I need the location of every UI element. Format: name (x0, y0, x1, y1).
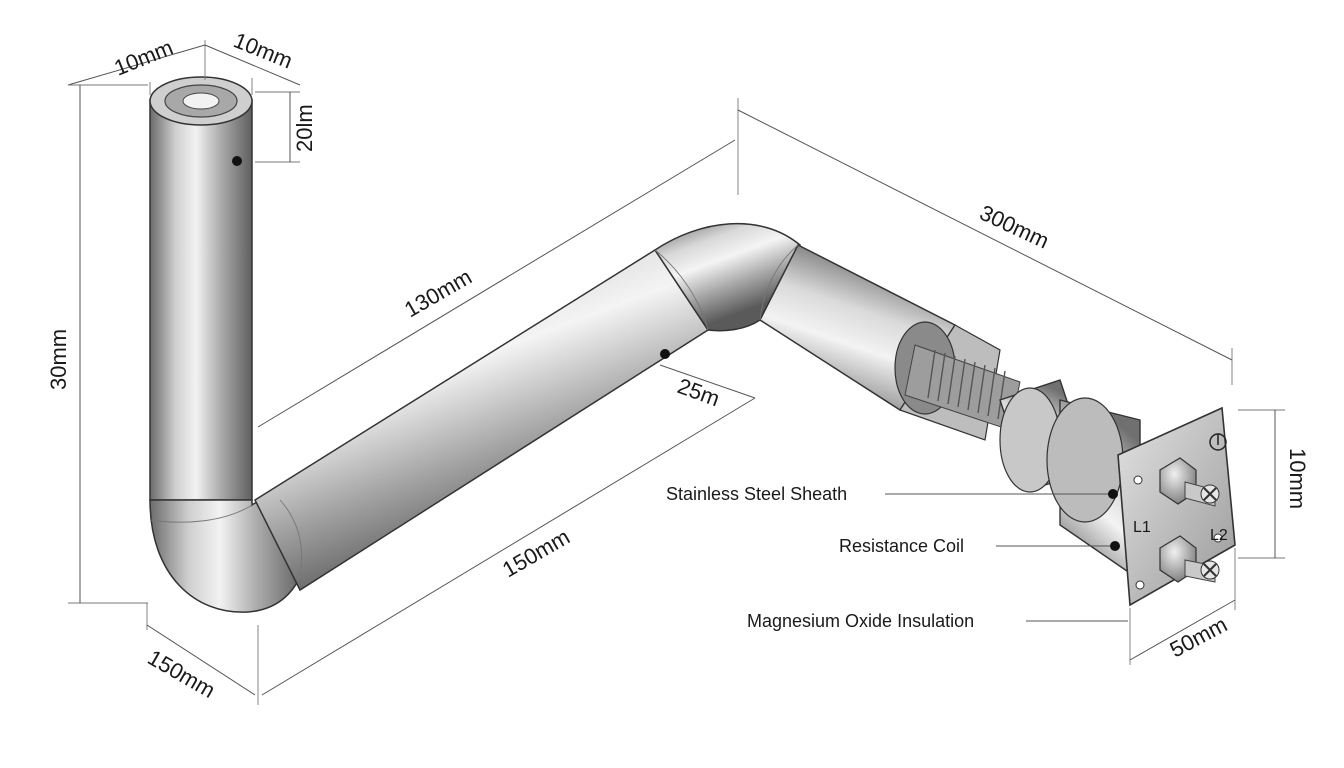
dim-bend-offset: 25m (674, 373, 723, 411)
callout-insulation: Magnesium Oxide Insulation (747, 611, 974, 631)
callouts: Stainless Steel Sheath Resistance Coil M… (232, 156, 1128, 631)
pipe-body (149, 76, 957, 613)
coil-section (894, 321, 1141, 582)
terminal-label-l2: L2 (1210, 527, 1228, 544)
callout-sheath: Stainless Steel Sheath (666, 484, 847, 504)
dim-flange-height: 10mm (1285, 448, 1310, 509)
terminal-label-l1: L1 (1133, 519, 1151, 536)
dim-lower-diagonal: 150mm (498, 524, 574, 582)
terminal-flange: L1 L2 (1117, 406, 1236, 607)
dim-right-length: 300mm (976, 200, 1053, 254)
dim-bottom-left: 150mm (144, 645, 220, 703)
marker-dot (232, 156, 242, 166)
marker-dot (1110, 541, 1120, 551)
dim-top-right-width: 10mm (230, 27, 296, 73)
callout-coil: Resistance Coil (839, 536, 964, 556)
lower-diagonal-leg (254, 248, 710, 592)
dim-vertical-height: 30mm (46, 329, 71, 390)
marker-dot (660, 349, 670, 359)
upper-bend (653, 222, 801, 332)
dimension-lines (67, 40, 1285, 705)
dim-upper-diagonal: 130mm (400, 264, 476, 322)
dim-top-left-width: 10mm (111, 35, 177, 81)
dim-flange-width: 50mm (1166, 612, 1232, 663)
dim-top-depth: 20lm (292, 104, 317, 152)
marker-dot (1108, 489, 1118, 499)
